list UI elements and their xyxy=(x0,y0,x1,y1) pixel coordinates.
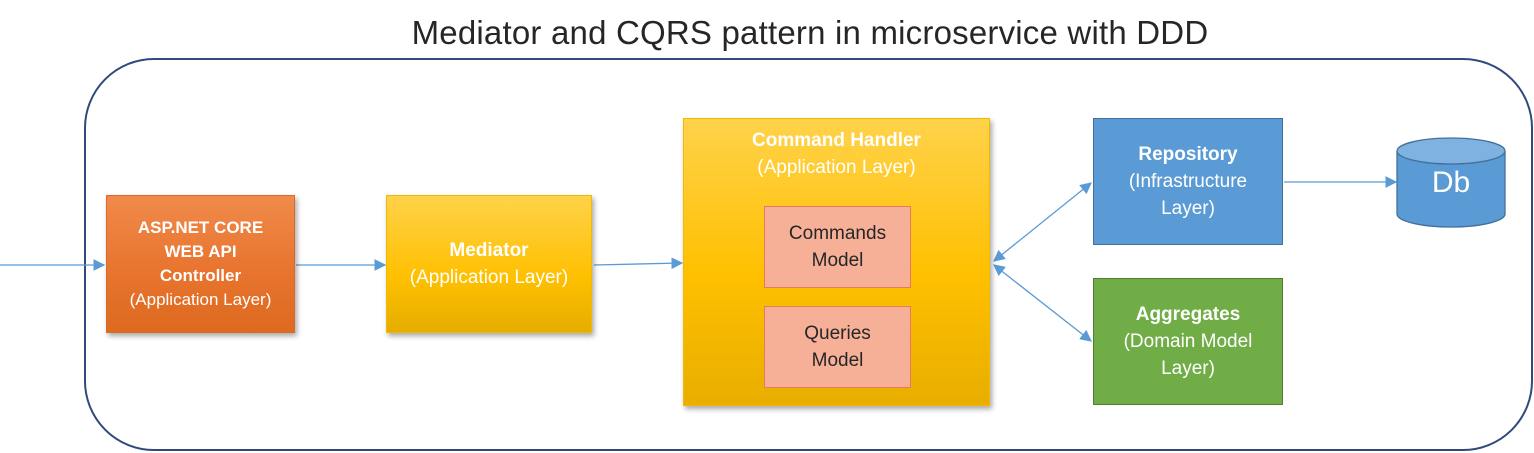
handler-repository-arrow xyxy=(993,182,1092,262)
mediator-box: Mediator (Application Layer) xyxy=(386,195,592,333)
microservice-boundary xyxy=(84,58,1533,451)
handler-aggregates-arrow xyxy=(993,264,1092,342)
handler-name: Command Handler xyxy=(752,130,921,151)
commands-model-line1: Commands xyxy=(788,223,887,244)
queries-model-line1: Queries xyxy=(804,323,871,344)
aggregates-box: Aggregates (Domain Model Layer) xyxy=(1093,278,1283,405)
queries-model-box: Queries Model xyxy=(764,306,911,388)
controller-line2: WEB API xyxy=(164,242,237,261)
web-api-controller-box: ASP.NET CORE WEB API Controller (Applica… xyxy=(106,195,295,333)
mediator-layer-label: (Application Layer) xyxy=(409,267,569,288)
repository-name: Repository xyxy=(1138,144,1238,165)
aggregates-name: Aggregates xyxy=(1135,304,1241,325)
commands-model-line2: Model xyxy=(811,250,864,271)
db-label: Db xyxy=(1431,166,1471,199)
mediator-to-handler-arrow xyxy=(593,257,684,270)
diagram-title: Mediator and CQRS pattern in microservic… xyxy=(411,14,1209,51)
controller-line3: Controller xyxy=(159,266,242,285)
controller-line1: ASP.NET CORE xyxy=(137,218,264,237)
handler-layer-label: (Application Layer) xyxy=(757,157,916,178)
repository-box: Repository (Infrastructure Layer) xyxy=(1093,118,1283,245)
queries-model-line2: Model xyxy=(811,350,864,371)
database-cylinder-icon xyxy=(1396,137,1506,228)
repository-layer-line2: Layer) xyxy=(1161,198,1215,219)
repository-layer-line1: (Infrastructure xyxy=(1128,171,1248,192)
aggregates-layer-line1: (Domain Model xyxy=(1123,331,1253,352)
controller-layer-label: (Application Layer) xyxy=(129,290,272,309)
commands-model-box: Commands Model xyxy=(764,206,911,288)
mediator-name: Mediator xyxy=(449,240,529,261)
aggregates-layer-line2: Layer) xyxy=(1161,358,1215,379)
